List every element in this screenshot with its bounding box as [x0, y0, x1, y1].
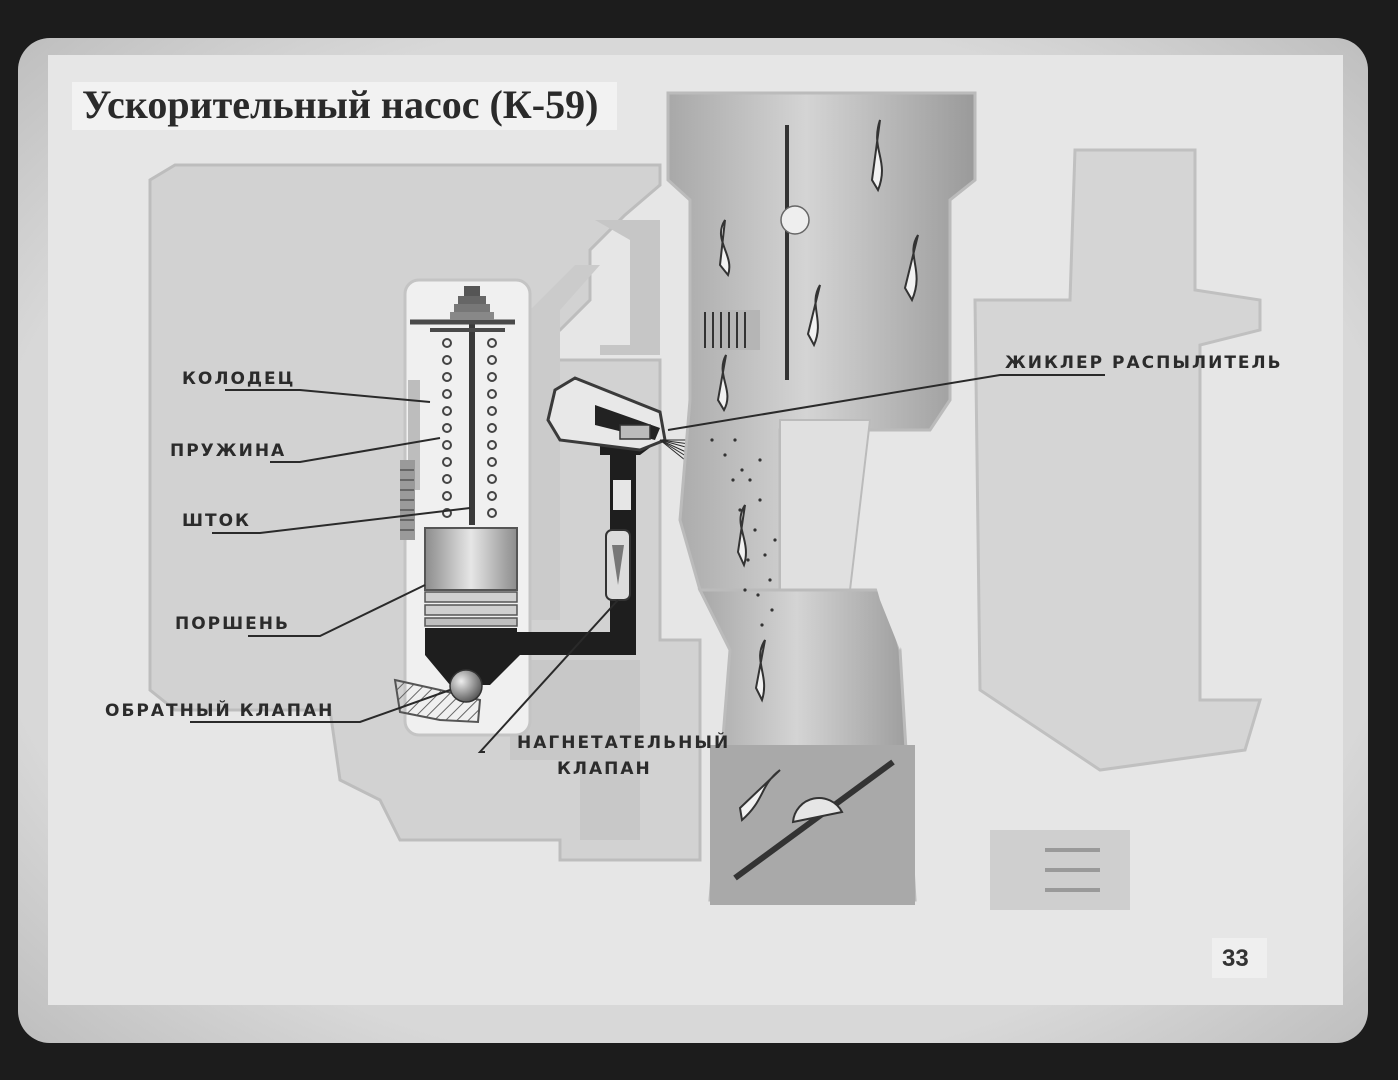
label-spray-jet: ЖИКЛЕР РАСПЫЛИТЕЛЬ — [1005, 353, 1283, 373]
label-well: КОЛОДЕЦ — [182, 369, 295, 389]
spray-jet-nozzle — [546, 376, 667, 452]
air-damper — [700, 125, 810, 380]
pump-rod-assembly — [410, 286, 515, 525]
label-rod: ШТОК — [182, 511, 251, 531]
slide-number: 33 — [1222, 945, 1249, 972]
label-spring: ПРУЖИНА — [170, 441, 286, 461]
throttle-flap — [733, 759, 895, 881]
callout-lines — [190, 374, 1105, 753]
slide-number-box — [1212, 938, 1267, 978]
label-piston: ПОРШЕНЬ — [175, 614, 290, 634]
airflow-arrows — [716, 119, 919, 822]
title-box — [72, 82, 617, 130]
fuel-droplets — [710, 438, 777, 627]
label-discharge-valve-line1: НАГНЕТАТЕЛЬНЫЙ — [517, 731, 730, 753]
label-check-valve: ОБРАТНЫЙ КЛАПАН — [105, 699, 334, 721]
check-valve — [393, 669, 483, 724]
pump-spring — [442, 338, 497, 518]
label-discharge-valve-line2: КЛАПАН — [557, 759, 652, 779]
slide-title: Ускорительный насос (К-59) — [82, 82, 598, 127]
pump-piston — [424, 527, 518, 627]
